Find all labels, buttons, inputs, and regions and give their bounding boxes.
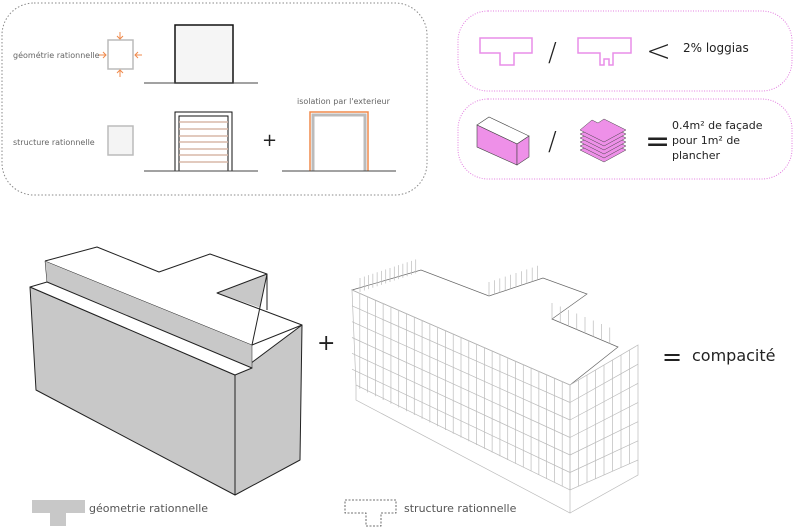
structure-section (144, 111, 258, 172)
panel-rationality (1, 2, 428, 196)
floorplan-t-icon (479, 37, 533, 66)
legend-solid-t-icon (32, 500, 85, 526)
structure-texture-icon (107, 125, 134, 156)
legend-dashed-label: structure rationnelle (404, 502, 517, 515)
insulation-section (282, 111, 396, 172)
massing-facade-icon (476, 116, 530, 166)
facade-text-2: pour 1m² de (672, 134, 741, 147)
label-geometrie: géométrie rationnelle (13, 51, 100, 60)
facade-floor-line (351, 321, 571, 421)
geometry-square-icon (99, 32, 142, 77)
wire-roof (350, 269, 619, 386)
facade-floor-line (351, 337, 571, 438)
massing-block (29, 246, 303, 496)
floor-stack-icon (579, 118, 627, 163)
equals-sign-small: = (645, 124, 671, 159)
panel-facade-ratio (457, 98, 793, 180)
wire-plinth (355, 385, 639, 514)
panel-loggias (457, 10, 793, 92)
less-than-sign: < (646, 34, 672, 69)
facade-text-3: plancher (672, 149, 721, 162)
plus-sign: + (317, 331, 336, 356)
result-compacite: compacité (692, 346, 776, 365)
compact-section (144, 24, 258, 84)
divide-slash-2: / (548, 127, 557, 157)
equals-sign: = (662, 343, 683, 371)
facade-floor-line (351, 353, 571, 456)
structure-wireframe (350, 259, 639, 514)
floorplan-t-loggia-icon (577, 37, 632, 66)
divide-slash: / (548, 38, 557, 68)
facade-floor-line (351, 305, 571, 403)
label-structure: structure rationnelle (13, 138, 95, 147)
facade-text-1: 0.4m² de façade (672, 119, 763, 132)
legend-dashed-t-icon (344, 499, 397, 527)
loggia-text: 2% loggias (683, 41, 749, 55)
facade-floor-line (351, 368, 571, 473)
plus-sign-small: + (262, 130, 278, 151)
legend-solid-label: géometrie rationnelle (89, 502, 209, 515)
label-isolation: isolation par l'exterieur (297, 97, 390, 106)
